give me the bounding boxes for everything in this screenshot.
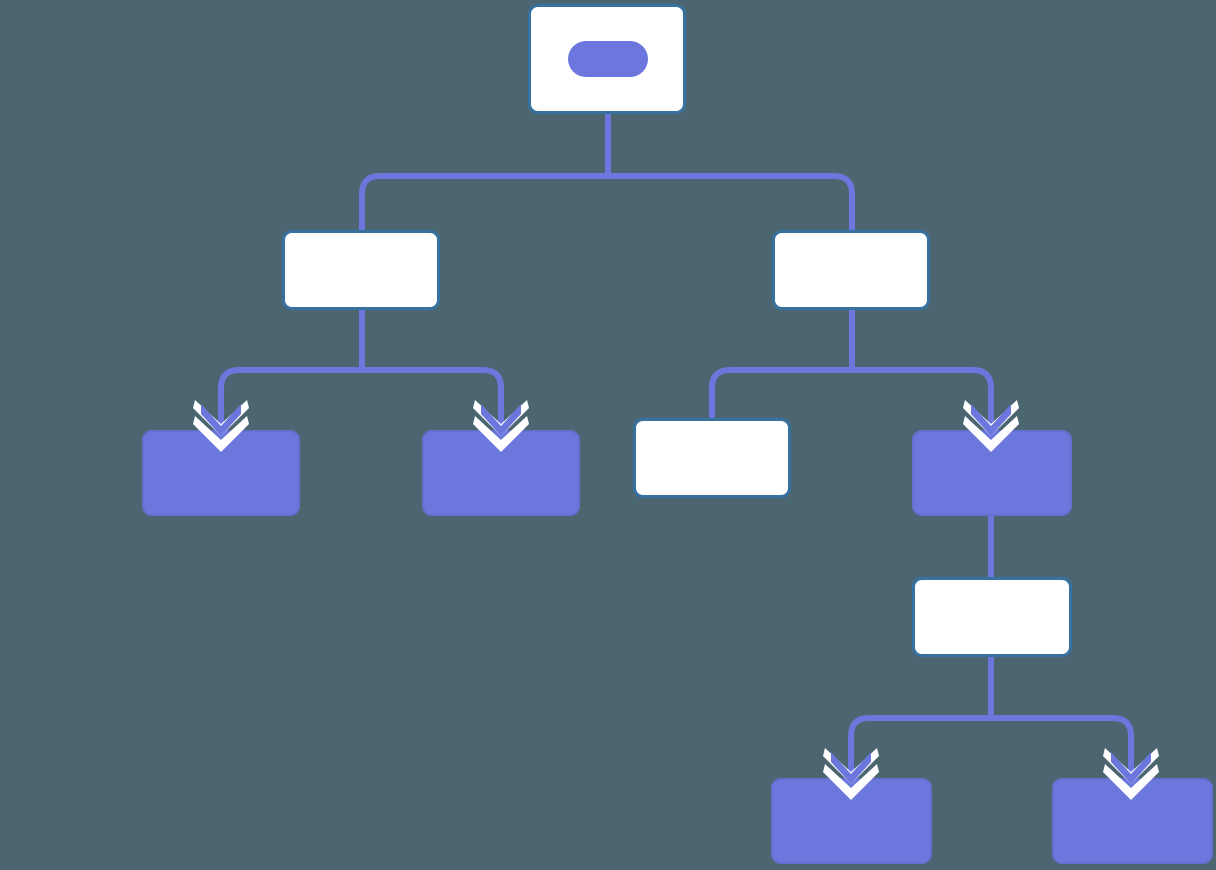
node-level2-right-a[interactable]: [633, 418, 791, 498]
node-level2-left-a[interactable]: [142, 430, 300, 516]
node-level1-left[interactable]: [282, 230, 440, 310]
node-level4-left[interactable]: [771, 778, 932, 864]
node-level2-right-b[interactable]: [912, 430, 1072, 516]
edge-n-r2-to-n-r2b: [991, 715, 1134, 784]
edge-n-l1-to-n-l1b: [362, 367, 504, 436]
edge-root-to-n-r1: [608, 173, 855, 310]
edge-root-to-n-l1: [359, 173, 608, 310]
node-level3-right[interactable]: [912, 577, 1072, 657]
edge-n-r1-to-n-r1b: [852, 367, 994, 436]
root-pill-badge: [568, 41, 648, 77]
node-level1-right[interactable]: [772, 230, 930, 310]
edge-n-r2-to-n-r2a: [848, 715, 991, 784]
edge-n-r1-to-n-r1a: [709, 367, 852, 420]
node-level4-right[interactable]: [1052, 778, 1213, 864]
node-level2-left-b[interactable]: [422, 430, 580, 516]
edge-n-l1-to-n-l1a: [218, 367, 362, 436]
